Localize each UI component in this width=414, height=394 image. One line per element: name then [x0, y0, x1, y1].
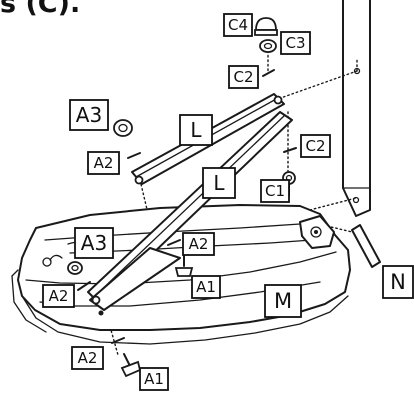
svg-text:A3: A3	[76, 103, 102, 127]
svg-text:A2: A2	[94, 154, 114, 172]
label-a1-bottom: A1	[139, 367, 169, 391]
washer-a2-bottom-icon	[111, 337, 125, 344]
svg-text:C2: C2	[233, 68, 253, 86]
svg-text:A2: A2	[78, 349, 98, 367]
label-l-upper: L	[179, 114, 213, 146]
svg-text:L: L	[213, 171, 225, 195]
svg-text:C4: C4	[228, 16, 248, 34]
caption-text: s (C).	[0, 0, 80, 19]
washer-a2-lower-left-icon	[77, 281, 91, 291]
nut-c3-icon	[259, 39, 277, 53]
label-l-lower: L	[202, 167, 236, 199]
label-a2-left: A2	[87, 151, 120, 175]
svg-text:L: L	[190, 118, 202, 142]
washer-c2-mid-icon	[283, 147, 297, 153]
nut-a3-top-icon	[113, 119, 133, 137]
label-a3-mid: A3	[74, 227, 114, 259]
washer-a2-left-icon	[127, 152, 141, 159]
label-c4: C4	[223, 13, 253, 37]
svg-text:C2: C2	[305, 137, 325, 155]
vertical-post	[342, 0, 371, 217]
svg-text:A2: A2	[49, 287, 69, 305]
rod-part-n	[351, 224, 381, 268]
svg-text:C1: C1	[265, 182, 285, 200]
label-c2-top: C2	[228, 65, 259, 89]
svg-text:A1: A1	[196, 278, 216, 296]
svg-text:M: M	[274, 289, 292, 313]
label-a2-bottom: A2	[71, 346, 104, 370]
lower-arm-l	[87, 111, 293, 316]
svg-text:N: N	[390, 270, 406, 294]
label-a3-top: A3	[69, 99, 109, 131]
label-c2-mid: C2	[300, 134, 331, 158]
washer-a2-mid-icon	[167, 239, 181, 246]
label-c1: C1	[260, 179, 290, 203]
cap-nut-c4-icon	[254, 17, 278, 36]
nut-a3-mid-icon	[67, 261, 83, 275]
svg-text:A3: A3	[81, 231, 107, 255]
svg-text:A1: A1	[144, 370, 164, 388]
bolt-a1-bottom-icon	[120, 353, 142, 378]
label-a2-mid: A2	[182, 232, 215, 256]
label-a2-lower-left: A2	[42, 284, 75, 308]
label-n: N	[382, 265, 414, 299]
label-a1-mid: A1	[191, 275, 221, 299]
svg-text:C3: C3	[285, 34, 305, 52]
svg-text:A2: A2	[189, 235, 209, 253]
washer-c2-top-icon	[262, 69, 275, 77]
label-m: M	[264, 284, 302, 318]
label-c3: C3	[280, 31, 311, 55]
